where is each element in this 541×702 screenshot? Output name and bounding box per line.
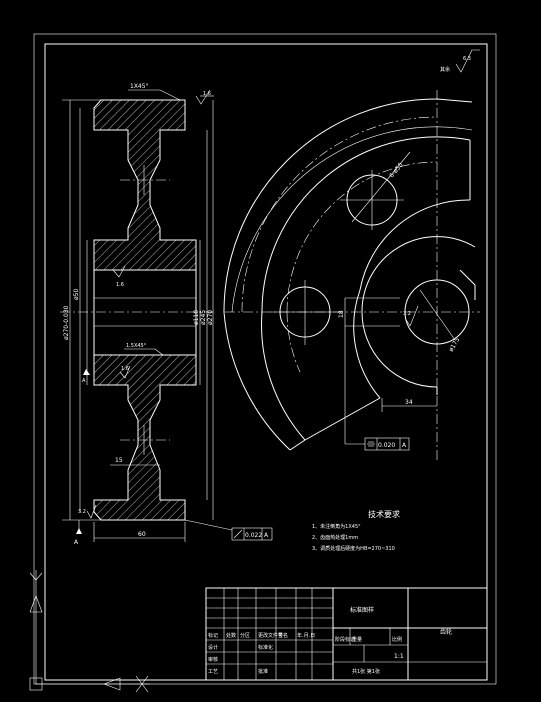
svg-text:1.6: 1.6 [121, 366, 129, 372]
svg-text:6.3: 6.3 [463, 56, 471, 62]
svg-text:1.6: 1.6 [116, 282, 124, 288]
runout-tolerance: 0.022 A [184, 519, 273, 541]
front-view: 6-ø50 ø175 18 34 3.2 0.020 A [223, 90, 480, 460]
tb-cell: 标记 [208, 632, 218, 639]
tb-cell: 签名 [278, 632, 288, 639]
tb-cell: 标准化 [258, 644, 273, 651]
symmetry-tolerance: 0.020 A [345, 437, 410, 451]
chamfer-top: 1X45° [130, 83, 149, 90]
tech-item-1: 1、未注倒角为1X45° [312, 523, 361, 530]
ucs-icon [29, 570, 150, 693]
title-block: 标记 处数 分区 更改文件号 签名 年.月.日 设计 标准化 阶段标记 重量 比… [205, 587, 488, 681]
dim-center: ø175 [448, 336, 462, 353]
dim-key-width: 18 [338, 310, 345, 318]
tech-requirements: 技术要求 1、未注倒角为1X45° 2、齿面热处理1mm 3、调质处理后硬度为H… [312, 509, 400, 552]
tech-item-2: 2、齿面热处理1mm [312, 534, 358, 541]
dim-hub: ø110 [193, 310, 200, 325]
tb-cell: 更改文件号 [258, 632, 283, 639]
tech-item-3: 3、调质处理后硬度为HB=270~310 [312, 545, 395, 552]
svg-text:A: A [74, 539, 79, 546]
svg-text:3.2: 3.2 [403, 311, 411, 317]
roughness-mark: 3.2 [403, 305, 419, 327]
roughness-mark: 1.6 [195, 89, 214, 105]
svg-text:0.020: 0.020 [378, 442, 395, 449]
datum-a: A [74, 520, 82, 546]
default-roughness: 其余 6.3 [440, 49, 480, 73]
dim-key-depth: 34 [405, 399, 413, 406]
dim-web: 15 [115, 457, 123, 464]
drawing-title: 标准图样 [350, 606, 374, 614]
svg-text:3.2: 3.2 [78, 509, 86, 515]
roughness-mark: 1.6 [112, 265, 126, 288]
tb-cell: 工艺 [208, 669, 218, 675]
tb-cell: 设计 [208, 644, 218, 651]
tb-cell: 阶段标记 [335, 636, 355, 643]
sheet-info: 共1张 第1张 [352, 668, 380, 675]
dim-holes: 6-ø50 [388, 161, 405, 179]
dim-width: 60 [138, 531, 146, 538]
dim-outer: ø270 [207, 310, 214, 325]
roughness-mark: 1.6 [119, 365, 131, 379]
tb-cell: 重量 [352, 636, 362, 643]
tb-cell: 批准 [258, 668, 268, 675]
svg-text:1.5X45°: 1.5X45° [126, 343, 147, 349]
tb-cell: 比例 [392, 636, 402, 643]
outer-border [33, 33, 497, 685]
dim-245: ø245 [200, 310, 207, 325]
scale: 1:1 [394, 653, 404, 660]
roughness-mark: 3.2 [78, 504, 97, 519]
part-name: 齿轮 [440, 628, 452, 636]
tech-title: 技术要求 [368, 509, 400, 519]
svg-text:A: A [402, 442, 407, 449]
tb-cell: 年.月.日 [297, 632, 315, 639]
svg-text:0.022: 0.022 [245, 532, 262, 539]
dim-bore: ø50 [73, 289, 80, 300]
svg-text:A: A [264, 532, 269, 539]
svg-text:A: A [82, 378, 86, 384]
tb-cell: 分区 [240, 632, 250, 639]
tb-cell: 审核 [208, 656, 218, 663]
datum-b: A [82, 369, 90, 384]
section-view: ø270-0.030 ø50 ø110 ø245 ø270 1X45° 1.6 … [60, 83, 273, 546]
tb-cell: 处数 [226, 632, 236, 639]
svg-text:其余: 其余 [440, 66, 450, 73]
roughness-mark: 1.5X45° [124, 343, 164, 356]
dim-bore-fit: ø270-0.030 [63, 305, 70, 340]
svg-text:1.6: 1.6 [203, 91, 211, 97]
